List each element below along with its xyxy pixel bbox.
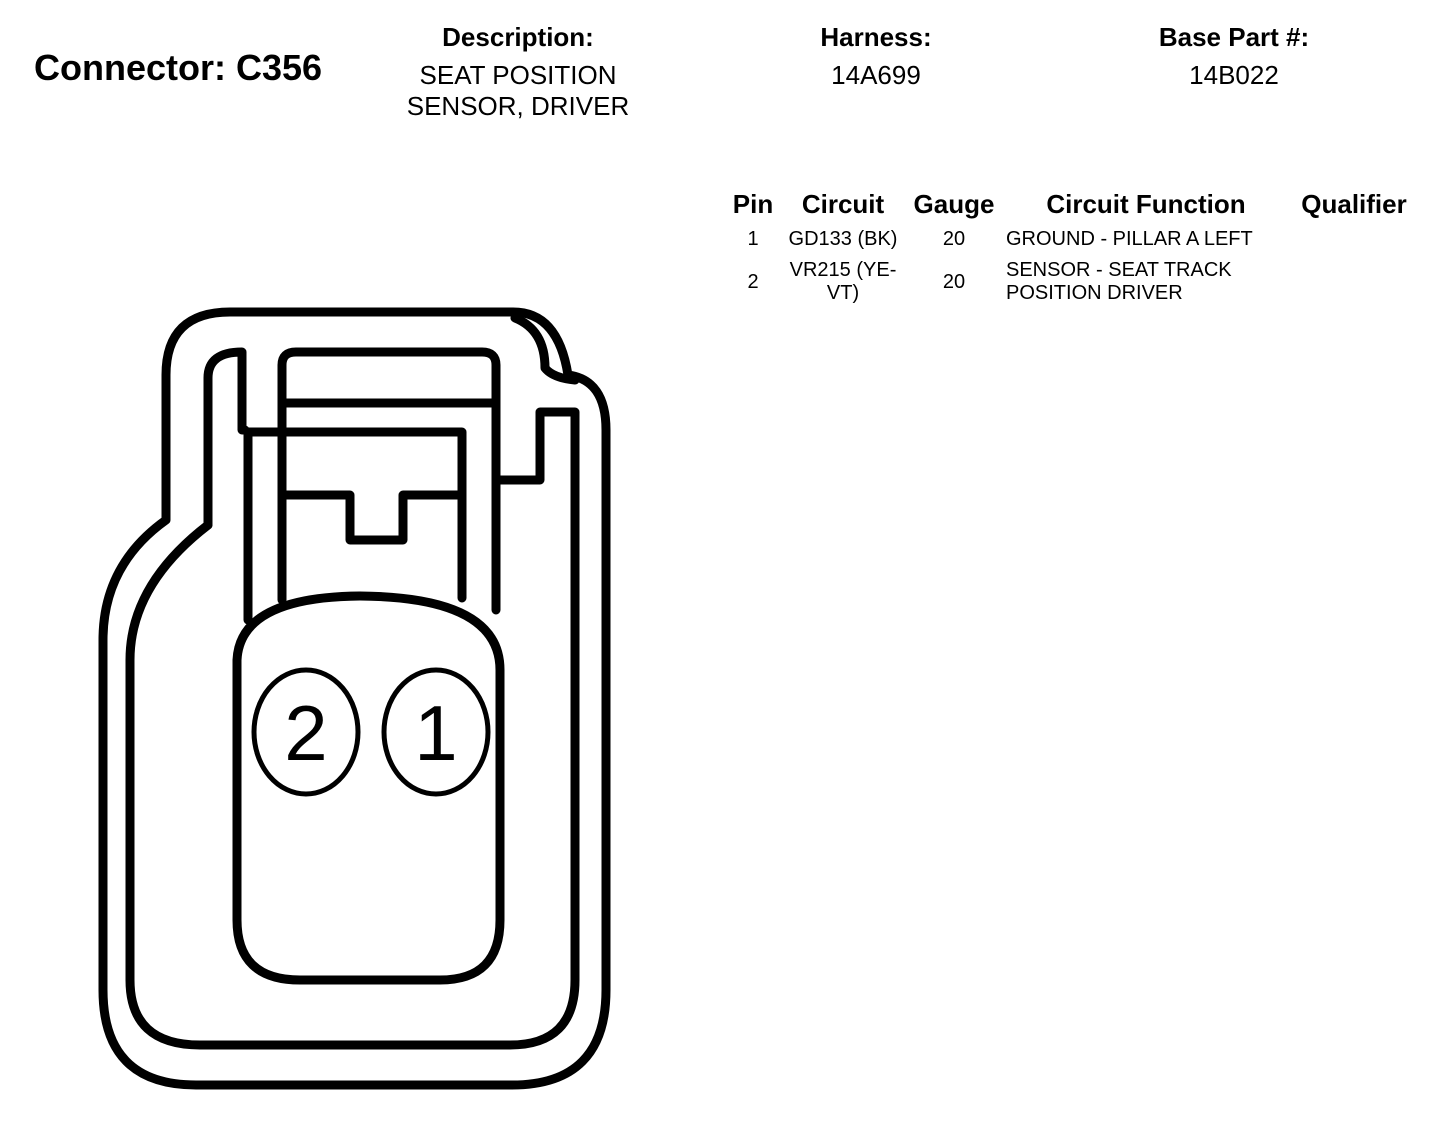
function-line-1: SENSOR - SEAT TRACK xyxy=(1006,259,1232,281)
housing-inner-shell xyxy=(125,407,580,1050)
function-line-2: POSITION DRIVER xyxy=(1006,282,1183,304)
latch-slot xyxy=(243,427,467,625)
circuit-cell: GD133 (BK) xyxy=(788,228,898,250)
harness-label: Harness: xyxy=(820,22,932,52)
pin-1-label: 1 xyxy=(414,689,457,777)
pin-cell: 1 xyxy=(747,228,759,250)
column-header-gauge: Gauge xyxy=(913,189,995,219)
pin-2-label: 2 xyxy=(284,689,327,777)
pin-2-circle xyxy=(251,667,361,797)
latch-body xyxy=(277,347,501,615)
circuit-line-2: VT) xyxy=(826,282,860,304)
column-header-qualifier: Qualifier xyxy=(1301,189,1407,219)
latch-notch xyxy=(279,490,467,545)
pin-1-circle xyxy=(381,667,491,797)
base-part-value: 14B022 xyxy=(1189,60,1279,90)
description-line-2: SENSOR, DRIVER xyxy=(406,91,630,121)
function-cell: GROUND - PILLAR A LEFT xyxy=(1006,228,1253,250)
housing-inner-outline xyxy=(203,347,250,530)
description-line-1: SEAT POSITION xyxy=(419,60,617,90)
column-header-circuit: Circuit xyxy=(801,189,885,219)
description-value: SEAT POSITION SENSOR, DRIVER xyxy=(380,60,656,122)
side-rail xyxy=(510,313,580,385)
circuit-line-1: VR215 (YE- xyxy=(789,259,897,281)
column-header-pin: Pin xyxy=(732,189,774,219)
housing-outer-outline xyxy=(98,307,611,1090)
circuit-cell: VR215 (YE- VT) xyxy=(780,259,906,305)
gauge-cell: 20 xyxy=(942,271,966,293)
function-cell: SENSOR - SEAT TRACK POSITION DRIVER xyxy=(1006,259,1286,305)
connector-title: Connector: C356 xyxy=(34,47,323,88)
column-header-circuit-function: Circuit Function xyxy=(1046,189,1246,219)
harness-value: 14A699 xyxy=(831,60,921,90)
description-label: Description: xyxy=(442,22,594,52)
pin-cell: 2 xyxy=(747,271,759,293)
gauge-cell: 20 xyxy=(942,228,966,250)
base-part-label: Base Part #: xyxy=(1158,22,1310,52)
